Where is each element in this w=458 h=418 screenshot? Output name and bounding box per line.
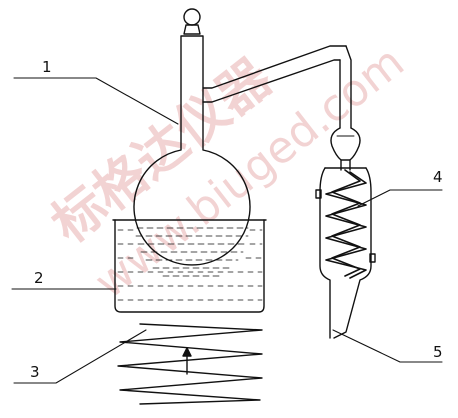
delivery-tube: [202, 45, 352, 129]
leader-lines: [11, 77, 443, 384]
callout-labels: 1 2 3 4 5: [30, 58, 443, 381]
flask-stopper: [183, 8, 201, 35]
round-bottom-flask: [133, 35, 251, 266]
callout-1: 1: [42, 58, 52, 76]
water-bath-liquid: [117, 229, 263, 301]
flask-liquid: [135, 227, 249, 277]
water-bath: [114, 219, 265, 313]
callout-3: 3: [30, 363, 40, 381]
callout-5: 5: [433, 343, 443, 361]
condenser: [315, 167, 376, 339]
heating-coil: [117, 323, 263, 405]
callout-2: 2: [34, 269, 44, 287]
callout-4: 4: [433, 168, 443, 186]
